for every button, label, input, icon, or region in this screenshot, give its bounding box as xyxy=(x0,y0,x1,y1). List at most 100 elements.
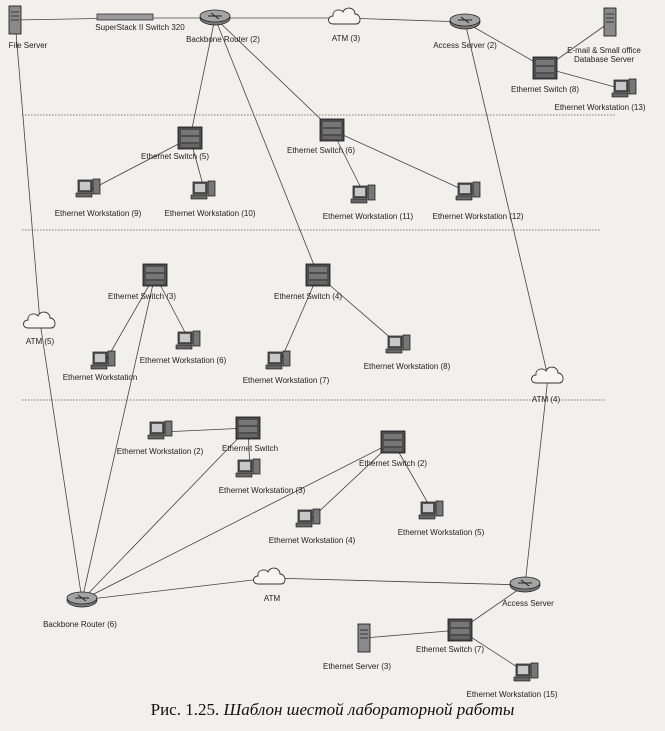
switch-icon xyxy=(305,263,331,287)
node-label: ATM xyxy=(264,594,281,603)
node-eth-ws-7 xyxy=(265,350,291,370)
router-icon xyxy=(509,576,541,593)
node-label: Ethernet Switch (3) xyxy=(108,292,176,301)
cloud-icon xyxy=(531,366,564,384)
node-eth-switch-8 xyxy=(532,56,558,80)
workstation-icon xyxy=(190,180,216,200)
node-label: Ethernet Workstation (6) xyxy=(140,356,227,365)
node-backbone-router-6 xyxy=(66,591,98,608)
node-label: Ethernet Switch xyxy=(222,444,278,453)
link-line xyxy=(464,21,546,69)
workstation-icon xyxy=(385,334,411,354)
workstation-icon xyxy=(295,508,321,528)
node-eth-switch xyxy=(235,416,261,440)
workstation-icon xyxy=(175,330,201,350)
node-label: Ethernet Switch (2) xyxy=(359,459,427,468)
node-label: SuperStack II Switch 320 xyxy=(95,23,185,32)
node-eth-ws-3 xyxy=(235,458,261,478)
link-line xyxy=(279,274,319,363)
link-line xyxy=(331,129,471,194)
node-eth-ws-6 xyxy=(175,330,201,350)
link-line xyxy=(89,137,191,191)
network-links xyxy=(14,17,627,675)
node-eth-switch-5 xyxy=(177,126,203,150)
switch-icon xyxy=(319,118,345,142)
server-icon xyxy=(357,623,371,653)
node-eth-switch-4 xyxy=(305,263,331,287)
node-eth-ws-8 xyxy=(385,334,411,354)
link-line xyxy=(14,19,41,323)
switch-icon xyxy=(177,126,203,150)
node-access-server-2 xyxy=(449,13,481,30)
node-eth-ws-4 xyxy=(295,508,321,528)
node-label: Ethernet Workstation (2) xyxy=(117,447,204,456)
server-icon xyxy=(603,7,617,37)
switch-icon xyxy=(532,56,558,80)
node-label: Ethernet Workstation (13) xyxy=(554,103,645,112)
link-line xyxy=(39,321,83,601)
link-line xyxy=(392,441,434,513)
link-line xyxy=(81,441,394,601)
node-eth-switch-6 xyxy=(319,118,345,142)
section-separators xyxy=(22,114,615,401)
switch-icon xyxy=(142,263,168,287)
cloud-icon xyxy=(253,567,286,585)
node-label: Ethernet Workstation (3) xyxy=(219,486,306,495)
stack-switch-icon xyxy=(96,13,154,21)
node-label: Ethernet Server (3) xyxy=(323,662,391,671)
node-label: Ethernet Workstation (9) xyxy=(55,209,142,218)
switch-icon xyxy=(380,430,406,454)
node-backbone-router-2 xyxy=(199,9,231,26)
node-label: Ethernet Workstation (8) xyxy=(364,362,451,371)
node-eth-ws-a xyxy=(90,350,116,370)
node-label: Ethernet Workstation (4) xyxy=(269,536,356,545)
node-label: Ethernet Workstation (7) xyxy=(243,376,330,385)
node-atm-5 xyxy=(23,311,56,329)
workstation-icon xyxy=(513,662,539,682)
node-label: Ethernet Switch (5) xyxy=(141,152,209,161)
node-label: Backbone Router (6) xyxy=(43,620,117,629)
node-label: Access Server (2) xyxy=(433,41,497,50)
node-eth-switch-2 xyxy=(380,430,406,454)
workstation-icon xyxy=(147,420,173,440)
node-label: Ethernet Workstation (11) xyxy=(323,212,414,221)
node-label: Ethernet Workstation (5) xyxy=(398,528,485,537)
node-atm xyxy=(253,567,286,585)
node-label: Ethernet Workstation (15) xyxy=(466,690,557,699)
node-label: ATM (4) xyxy=(532,395,561,404)
node-label: ATM (5) xyxy=(26,337,55,346)
node-label: Ethernet Switch (6) xyxy=(287,146,355,155)
node-label: Ethernet Workstation (12) xyxy=(432,212,523,221)
node-label: Ethernet Workstation (10) xyxy=(164,209,255,218)
link-line xyxy=(544,67,627,91)
router-icon xyxy=(66,591,98,608)
node-file-server xyxy=(8,5,22,35)
node-eth-server-3 xyxy=(357,623,371,653)
node-atm-4 xyxy=(531,366,564,384)
node-superstack-switch xyxy=(96,13,154,21)
workstation-icon xyxy=(75,178,101,198)
node-label: Ethernet Switch (7) xyxy=(416,645,484,654)
node-eth-ws-11 xyxy=(350,184,376,204)
link-line xyxy=(214,17,319,276)
link-line xyxy=(464,21,549,378)
cloud-icon xyxy=(328,7,361,25)
node-eth-ws-13 xyxy=(611,78,637,98)
workstation-icon xyxy=(455,181,481,201)
workstation-icon xyxy=(350,184,376,204)
node-label: E-mail & Small office xyxy=(567,46,641,55)
node-eth-ws-5 xyxy=(418,500,444,520)
figure-caption: Рис. 1.25. Шаблон шестой лабораторной ра… xyxy=(0,700,665,720)
link-line xyxy=(104,274,156,363)
link-line xyxy=(317,274,401,347)
link-line xyxy=(161,427,249,433)
workstation-icon xyxy=(265,350,291,370)
node-label: Ethernet Switch (8) xyxy=(511,85,579,94)
node-label: Database Server xyxy=(574,55,634,64)
link-line xyxy=(189,17,216,139)
server-icon xyxy=(8,5,22,35)
workstation-icon xyxy=(235,458,261,478)
node-label: Access Server xyxy=(502,599,554,608)
link-line xyxy=(524,376,549,586)
